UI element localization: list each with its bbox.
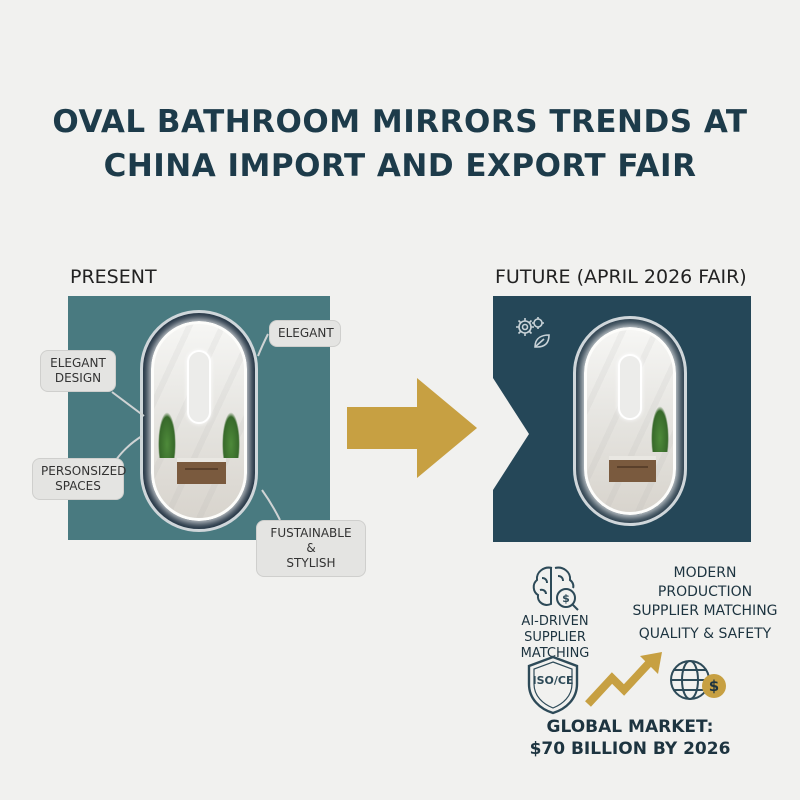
callout-elegant: ELEGANT bbox=[269, 320, 341, 347]
future-reflected-mirror bbox=[618, 354, 642, 420]
ai-line-1: AI-DRIVEN bbox=[521, 614, 589, 629]
modern-line-3: SUPPLIER MATCHING bbox=[632, 603, 778, 619]
market-line-1: GLOBAL MARKET: bbox=[546, 717, 714, 737]
present-mirror bbox=[140, 310, 258, 532]
future-plant bbox=[651, 406, 669, 452]
callout-elegant-design: ELEGANT DESIGN bbox=[40, 350, 116, 392]
ai-line-2: SUPPLIER MATCHING bbox=[520, 630, 590, 661]
shield-icon bbox=[527, 655, 579, 715]
gear-leaf-icon bbox=[516, 317, 550, 348]
title-line-1: OVAL BATHROOM MIRRORS TRENDS AT bbox=[52, 104, 748, 140]
callout-fustainable-stylish: FUSTAINABLE & STYLISH bbox=[256, 520, 366, 577]
future-mirror bbox=[573, 316, 687, 526]
globe-dollar-icon: $ bbox=[670, 660, 726, 700]
brain-dollar-icon: $ bbox=[532, 566, 579, 611]
transition-arrow-body bbox=[347, 407, 417, 449]
quality-safety: QUALITY & SAFETY bbox=[638, 626, 772, 642]
plant-left bbox=[158, 412, 176, 458]
page-title: OVAL BATHROOM MIRRORS TRENDS AT CHINA IM… bbox=[0, 100, 800, 188]
future-panel-notch bbox=[493, 378, 529, 490]
modern-production-feature: MODERN PRODUCTION SUPPLIER MATCHING QUAL… bbox=[615, 564, 795, 644]
present-label: PRESENT bbox=[70, 266, 157, 288]
future-vanity-cabinet bbox=[609, 456, 656, 482]
ai-driven-feature: AI-DRIVEN SUPPLIER MATCHING bbox=[490, 614, 620, 662]
market-line-2: $70 BILLION BY 2026 bbox=[529, 739, 731, 759]
plant-right bbox=[222, 412, 240, 458]
callout-personsized-spaces: PERSONSIZED SPACES bbox=[32, 458, 126, 500]
reflected-mirror bbox=[187, 350, 211, 424]
vanity-cabinet bbox=[177, 458, 226, 484]
future-label: FUTURE (APRIL 2026 FAIR) bbox=[495, 266, 747, 288]
present-mirror-glass bbox=[151, 321, 247, 521]
trend-arrow-icon bbox=[585, 652, 662, 707]
iso-ce-badge: ISO/CE bbox=[532, 674, 574, 687]
svg-text:$: $ bbox=[562, 592, 570, 605]
svg-text:$: $ bbox=[709, 677, 719, 695]
transition-arrow-head bbox=[417, 378, 477, 478]
modern-line-2: PRODUCTION bbox=[657, 584, 753, 600]
modern-line-1: MODERN bbox=[673, 565, 737, 581]
future-mirror-glass bbox=[584, 327, 676, 515]
title-line-2: CHINA IMPORT AND EXPORT FAIR bbox=[103, 148, 697, 184]
global-market: GLOBAL MARKET: $70 BILLION BY 2026 bbox=[500, 716, 760, 760]
